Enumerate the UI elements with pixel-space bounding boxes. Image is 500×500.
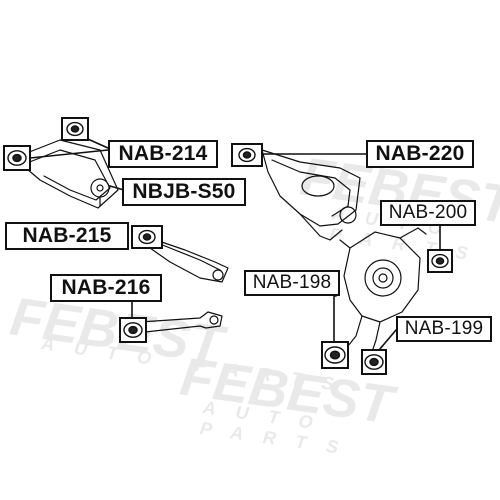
trailing-arm-220: [261, 149, 361, 241]
lateral-arm-215: [149, 237, 229, 283]
label-nab-215[interactable]: NAB-215: [5, 222, 129, 250]
bushing-nab-220: [231, 143, 263, 167]
bushing-nab-214-a: [61, 117, 89, 141]
label-nab-198[interactable]: NAB-198: [244, 270, 340, 296]
bushing-nab-198: [321, 341, 349, 369]
label-nab-199[interactable]: NAB-199: [396, 316, 492, 342]
bushing-nab-214-b: [3, 145, 31, 171]
label-nab-220[interactable]: NAB-220: [366, 140, 474, 168]
bushing-nab-200: [427, 249, 453, 273]
label-nbjb-s50[interactable]: NBJB-S50: [122, 178, 246, 206]
upper-control-arm: [13, 139, 119, 209]
label-nab-216[interactable]: NAB-216: [50, 274, 162, 302]
bushing-nab-216: [119, 317, 147, 343]
toe-rod-216: [139, 311, 223, 333]
rear-knuckle: [339, 227, 427, 353]
bushing-nab-199: [361, 349, 387, 375]
label-nab-214[interactable]: NAB-214: [108, 140, 218, 168]
label-nab-200[interactable]: NAB-200: [380, 200, 476, 226]
bushing-nab-215: [131, 225, 163, 249]
